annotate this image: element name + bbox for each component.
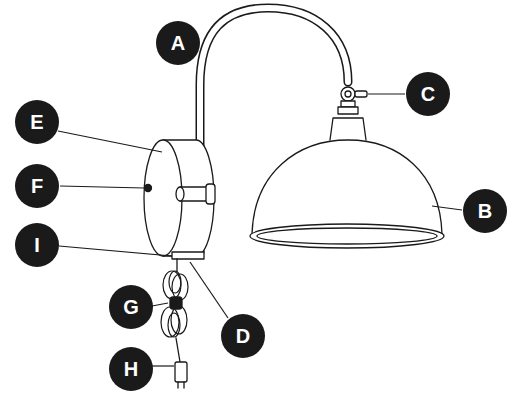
knuckle bbox=[341, 87, 355, 101]
knuckle-collar bbox=[341, 101, 355, 107]
shade-rim-inner bbox=[257, 228, 437, 244]
callout-circle: A bbox=[156, 21, 200, 65]
knuckle-collar2 bbox=[338, 107, 358, 114]
shade-neck bbox=[330, 118, 366, 140]
callout-letter: F bbox=[31, 176, 43, 196]
callout-circle: H bbox=[109, 347, 153, 391]
arm-mount-end bbox=[176, 187, 184, 201]
shade-rim bbox=[250, 224, 444, 248]
cord bbox=[176, 259, 177, 272]
cord-lower bbox=[176, 338, 180, 362]
cord-bracket bbox=[172, 252, 204, 259]
callout-letter: A bbox=[171, 33, 185, 53]
shade-dome bbox=[252, 140, 442, 234]
mount-knob bbox=[206, 184, 215, 204]
callout-circle: G bbox=[109, 285, 153, 329]
leader-line bbox=[368, 93, 405, 94]
plug-pins bbox=[178, 382, 184, 388]
callout-circle: F bbox=[15, 164, 59, 208]
plate-screw bbox=[145, 185, 152, 192]
knuckle-knob bbox=[355, 91, 367, 97]
callout-letter: C bbox=[421, 84, 435, 104]
leader-line bbox=[152, 365, 174, 366]
leader-lines bbox=[58, 94, 462, 366]
callout-circle: B bbox=[463, 189, 507, 233]
callout-letter: G bbox=[123, 297, 139, 317]
callout-letter: E bbox=[30, 112, 43, 132]
leader-line bbox=[152, 303, 168, 306]
leader-line bbox=[59, 246, 172, 256]
leader-line bbox=[432, 206, 462, 210]
plug bbox=[175, 362, 187, 382]
knuckle-core bbox=[345, 91, 351, 97]
callout-circle: E bbox=[15, 100, 59, 144]
leader-line bbox=[60, 186, 144, 188]
callout-letter: D bbox=[236, 326, 250, 346]
callout-letter: B bbox=[478, 201, 492, 221]
callout-circle: I bbox=[15, 223, 59, 267]
leader-line bbox=[190, 262, 228, 318]
callout-circle: C bbox=[406, 72, 450, 116]
leader-line bbox=[58, 131, 162, 152]
callout-circle: D bbox=[221, 314, 265, 358]
cord-switch bbox=[170, 297, 182, 309]
callout-letter: I bbox=[34, 235, 40, 255]
callout-letter: H bbox=[124, 359, 138, 379]
